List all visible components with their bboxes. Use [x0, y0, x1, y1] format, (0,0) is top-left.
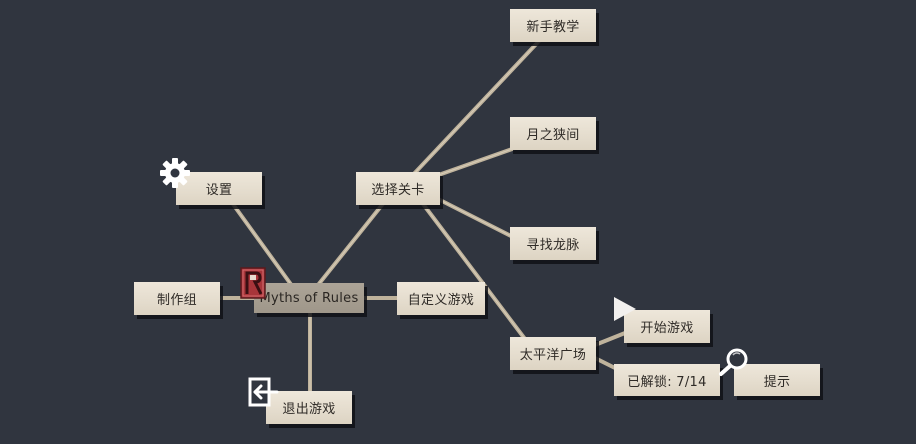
- level-pacific-plaza-label: 太平洋广场: [519, 348, 587, 363]
- game-title-node: Myths of Rules: [254, 283, 364, 313]
- magnifier-icon[interactable]: [716, 346, 750, 378]
- play-icon[interactable]: [612, 295, 638, 323]
- unlocked-count-label: 已解锁: 7/14: [627, 374, 707, 390]
- custom-game-button[interactable]: 自定义游戏: [397, 282, 485, 315]
- settings-button[interactable]: 设置: [176, 172, 262, 205]
- hint-button[interactable]: 提示: [734, 364, 820, 396]
- unlocked-count: 已解锁: 7/14: [614, 364, 720, 396]
- select-level-label: 选择关卡: [371, 183, 425, 198]
- start-game-button[interactable]: 开始游戏: [624, 310, 710, 343]
- level-pacific-plaza-button[interactable]: 太平洋广场: [510, 337, 596, 370]
- tutorial-label: 新手教学: [526, 20, 580, 35]
- exit-game-button[interactable]: 退出游戏: [266, 391, 352, 424]
- tutorial-button[interactable]: 新手教学: [510, 9, 596, 42]
- level-moon-strait-label: 月之狭间: [526, 128, 580, 143]
- credits-button[interactable]: 制作组: [134, 282, 220, 315]
- game-title-label: Myths of Rules: [259, 290, 359, 306]
- hint-label: 提示: [763, 374, 791, 390]
- exit-icon[interactable]: [247, 376, 279, 408]
- custom-game-label: 自定义游戏: [407, 293, 475, 308]
- settings-label: 设置: [205, 183, 233, 198]
- select-level-button[interactable]: 选择关卡: [356, 172, 440, 205]
- credits-label: 制作组: [157, 293, 197, 308]
- gear-icon[interactable]: [158, 156, 192, 190]
- level-moon-strait-button[interactable]: 月之狭间: [510, 117, 596, 150]
- level-dragon-vein-label: 寻找龙脉: [526, 238, 580, 253]
- exit-game-label: 退出游戏: [282, 402, 336, 417]
- start-game-label: 开始游戏: [640, 321, 694, 336]
- level-dragon-vein-button[interactable]: 寻找龙脉: [510, 227, 596, 260]
- rulebook-icon: [240, 267, 266, 299]
